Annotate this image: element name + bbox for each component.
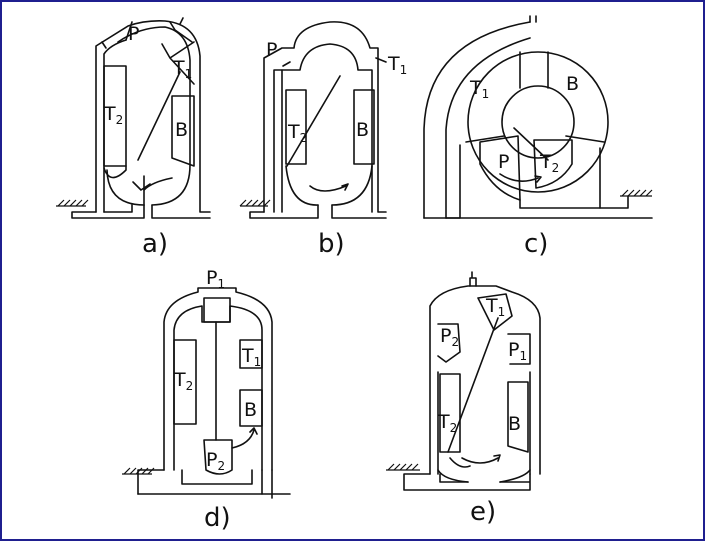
- label-e-t2: T2: [437, 411, 457, 435]
- label-c-t2: T2: [539, 151, 559, 175]
- label-b-t1: T1: [387, 53, 407, 77]
- label-a-b: B: [175, 119, 188, 141]
- label-a-p: P: [128, 23, 139, 45]
- label-c-t1: T1: [469, 77, 489, 101]
- label-d-t1: T1: [241, 345, 261, 369]
- diagram-b: P T1 T2 B b): [239, 21, 407, 259]
- label-e-p2: P2: [440, 325, 459, 349]
- label-c-b: B: [566, 73, 579, 95]
- diagram-a: P T1 T2 B a): [56, 17, 211, 259]
- label-d-t2: T2: [173, 369, 193, 393]
- diagram-d: P1 T1 T2 B P2 d): [122, 267, 291, 533]
- diagram-e: T1 P2 P1 T2 B e): [386, 271, 541, 527]
- label-b-p: P: [266, 39, 277, 61]
- caption-e: e): [470, 497, 496, 527]
- label-b-t2: T2: [287, 121, 307, 145]
- caption-b: b): [318, 229, 345, 259]
- caption-d: d): [204, 503, 231, 533]
- label-d-p2: P2: [206, 449, 225, 473]
- label-a-t1: T1: [172, 57, 192, 81]
- label-c-p: P: [498, 151, 509, 173]
- label-e-p1: P1: [508, 339, 527, 363]
- label-e-t1: T1: [485, 295, 505, 319]
- diagram-c: T1 B P T2 c): [423, 15, 653, 259]
- label-b-b: B: [356, 119, 369, 141]
- label-e-b: B: [508, 413, 521, 435]
- label-d-b: B: [244, 399, 257, 421]
- caption-a: a): [142, 229, 168, 259]
- label-a-t2: T2: [103, 103, 123, 127]
- label-d-p1: P1: [206, 267, 225, 291]
- caption-c: c): [524, 229, 548, 259]
